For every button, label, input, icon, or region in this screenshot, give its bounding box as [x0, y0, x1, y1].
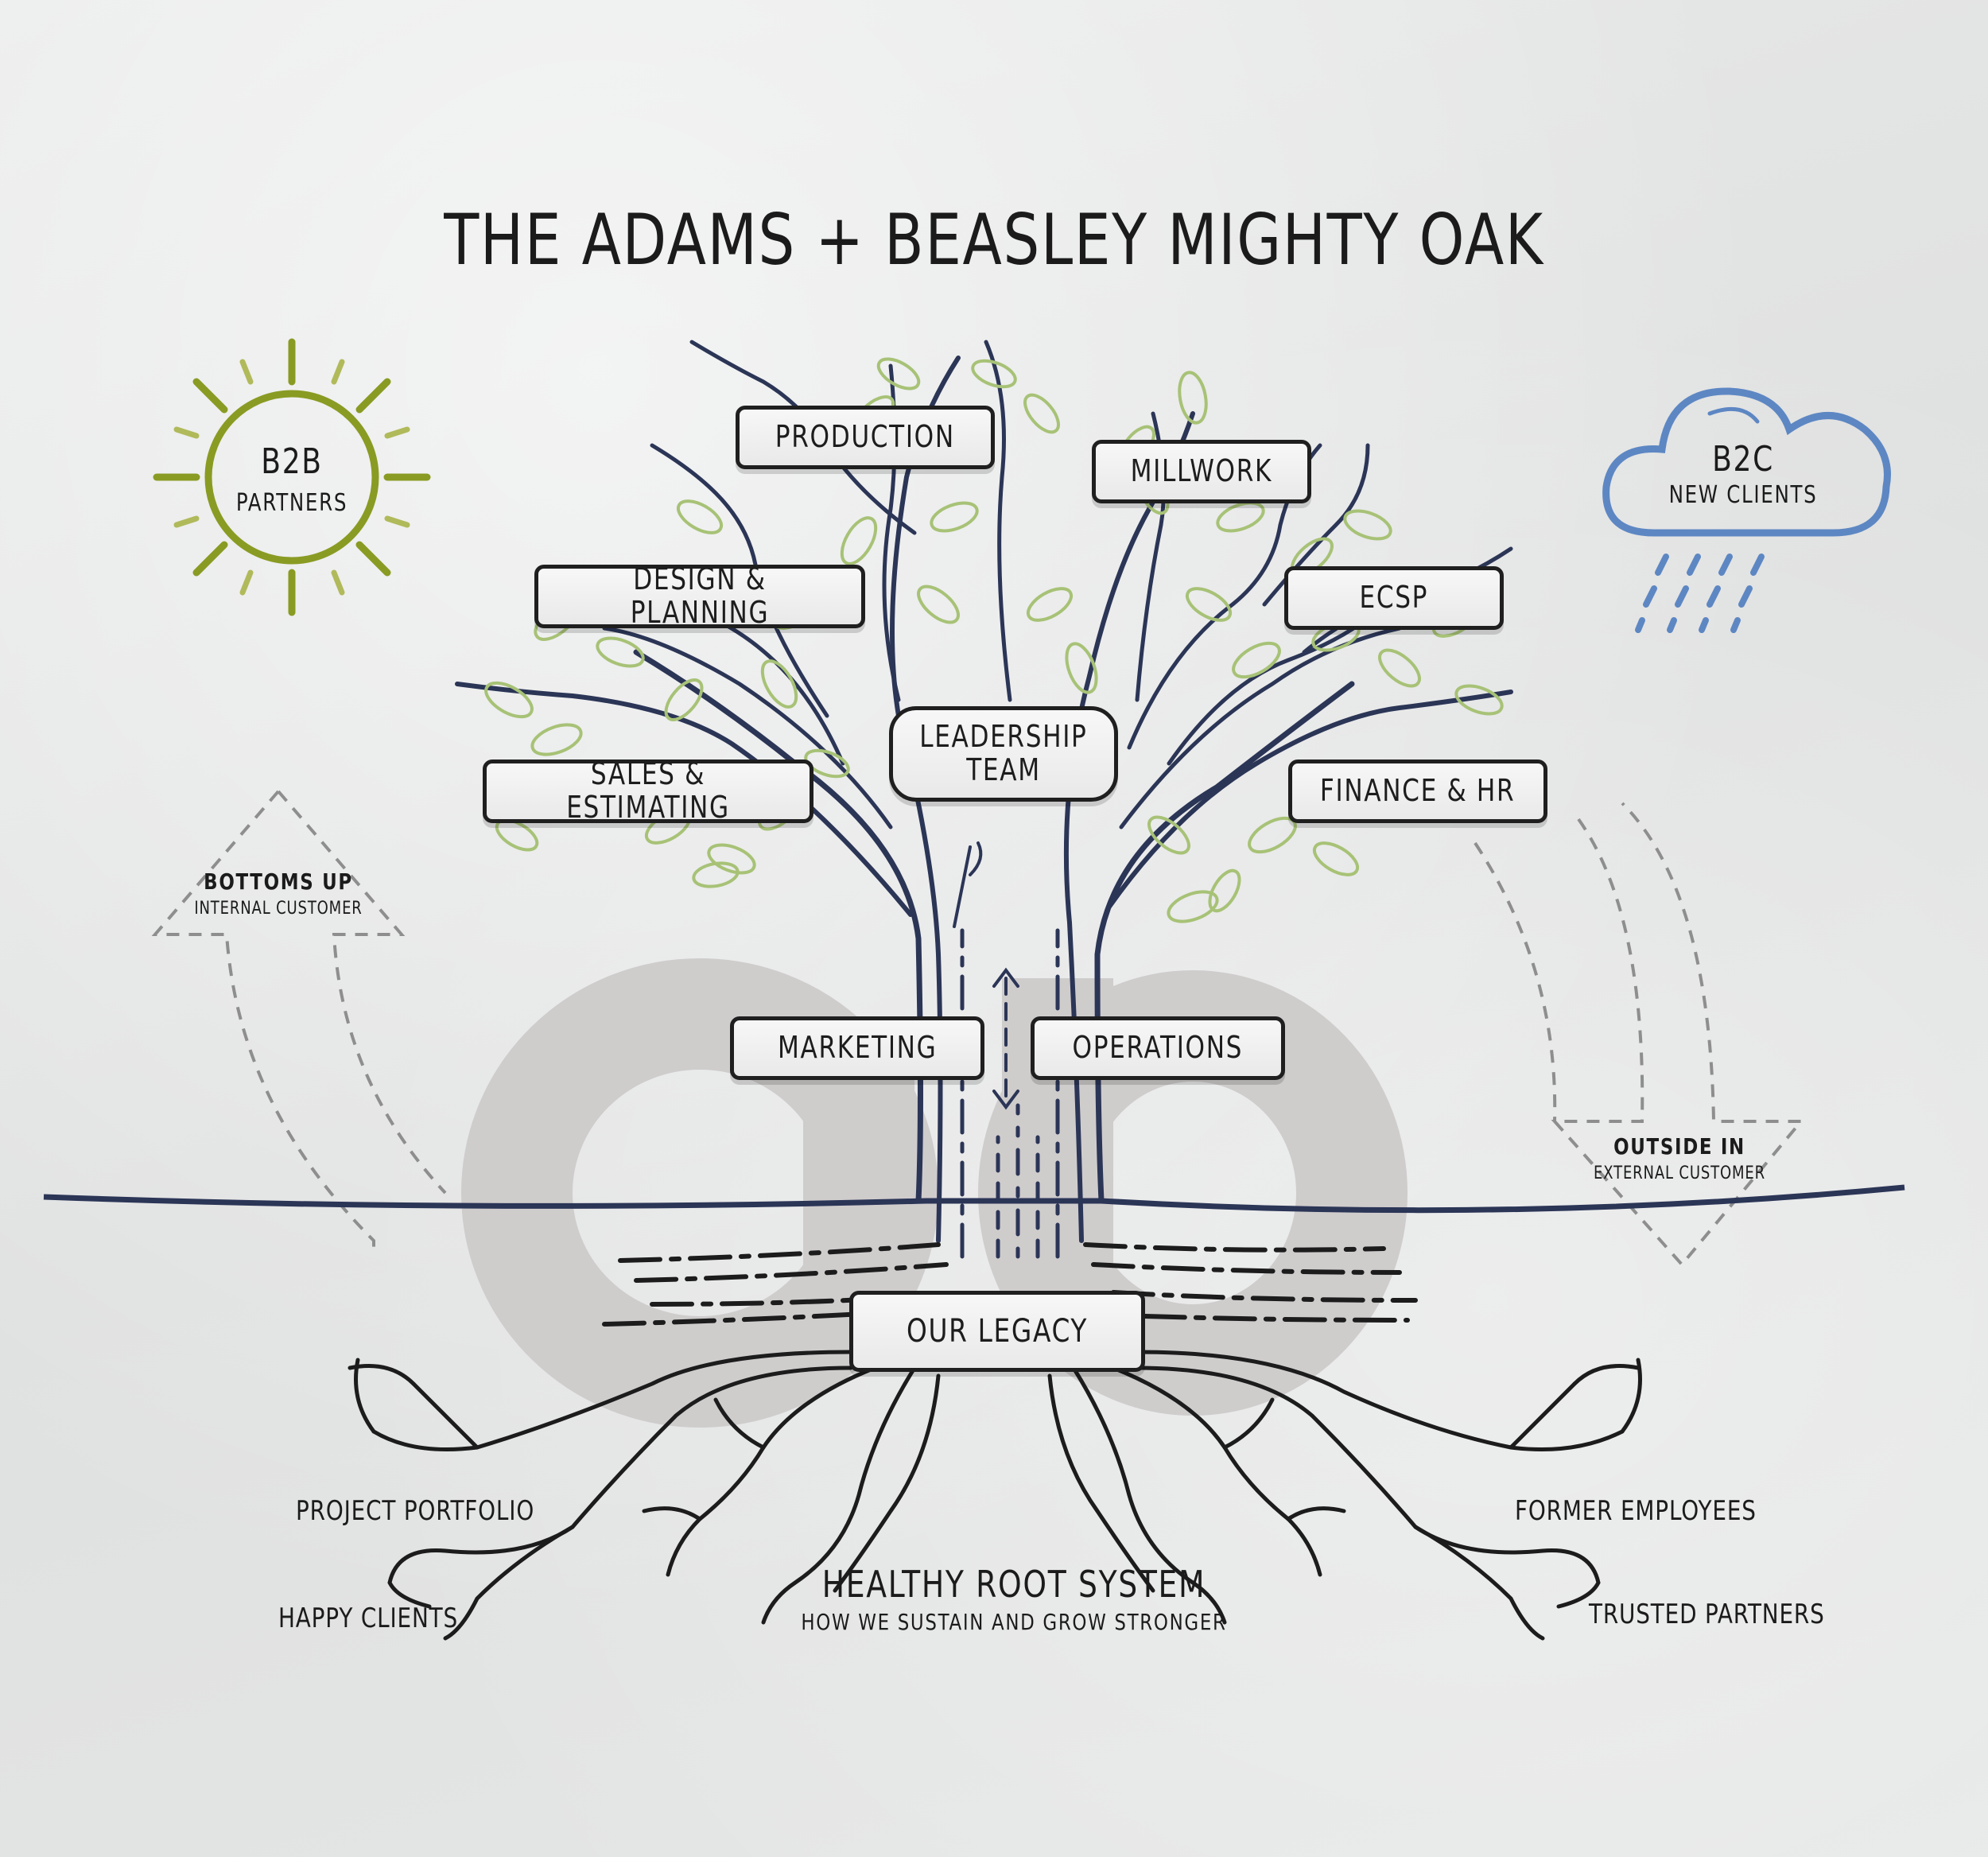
- root-label-project-portfolio: PROJECT PORTFOLIO: [296, 1495, 535, 1527]
- outside-in-sublabel: EXTERNAL CUSTOMER: [1594, 1164, 1765, 1183]
- branch-operations: OPERATIONS: [1031, 1016, 1285, 1080]
- branch-production: PRODUCTION: [736, 406, 995, 469]
- sun-sublabel: PARTNERS: [235, 489, 348, 517]
- branch-design-planning: DESIGN & PLANNING: [534, 562, 865, 629]
- outside-in-label: OUTSIDE IN: [1613, 1133, 1745, 1160]
- ground-line: [43, 1184, 1905, 1214]
- bottoms-up-arrow: [151, 790, 447, 1249]
- cloud-sublabel: NEW CLIENTS: [1668, 481, 1818, 509]
- bottoms-up-sublabel: INTERNAL CUSTOMER: [194, 899, 363, 919]
- branch-finance-hr: FINANCE & HR: [1288, 760, 1547, 823]
- root-system: [348, 1350, 1642, 1641]
- root-system-title: HEALTHY ROOT SYSTEM: [821, 1563, 1206, 1606]
- sun-label: B2B: [261, 441, 323, 482]
- branch-marketing: MARKETING: [730, 1016, 984, 1080]
- cloud-label: B2C: [1712, 439, 1774, 480]
- our-legacy-box: OUR LEGACY: [849, 1291, 1145, 1372]
- root-label-former-employees: FORMER EMPLOYEES: [1515, 1495, 1757, 1527]
- branch-sales-estimating: SALES & ESTIMATING: [483, 757, 813, 824]
- sun-icon: [153, 338, 431, 616]
- root-system-subtitle: HOW WE SUSTAIN AND GROW STRONGER: [801, 1609, 1227, 1635]
- root-label-trusted-partners: TRUSTED PARTNERS: [1589, 1599, 1825, 1630]
- root-label-happy-clients: HAPPY CLIENTS: [278, 1603, 459, 1634]
- bottoms-up-label: BOTTOMS UP: [204, 868, 353, 895]
- branch-millwork: MILLWORK: [1092, 440, 1311, 503]
- outside-in-arrow: [1474, 802, 1805, 1268]
- branch-leadership-team: LEADERSHIP TEAM: [889, 706, 1118, 802]
- branch-ecsp: ECSP: [1284, 566, 1504, 630]
- rain-cloud-icon: [1602, 387, 1891, 633]
- page-title: THE ADAMS + BEASLEY MIGHTY OAK: [444, 199, 1544, 281]
